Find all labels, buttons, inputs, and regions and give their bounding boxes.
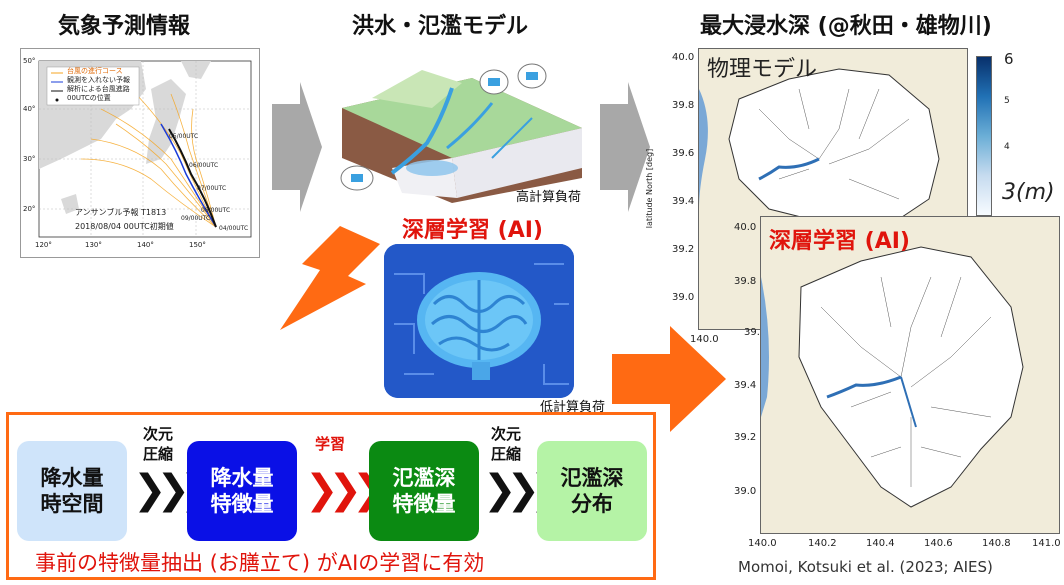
lon-tick-140: 140°: [137, 241, 154, 249]
back-ytick-4: 39.2: [672, 244, 695, 255]
gray-arrow-1: [272, 82, 322, 212]
box-flood-distribution: 氾濫深 分布: [537, 441, 647, 541]
lon-tick-120: 120°: [35, 241, 52, 249]
track-label-05: 05/00UTC: [169, 133, 199, 140]
brain-svg: [384, 244, 574, 398]
legend-entry-no-obs: 観測を入れない予報: [67, 76, 130, 84]
legend-entry-00utc: 00UTCの位置: [67, 94, 111, 102]
track-label-07: 07/00UTC: [197, 185, 227, 192]
physics-model-label: 物理モデル: [707, 57, 818, 82]
citation: Momoi, Kotsuki et al. (2023; AIES): [738, 558, 993, 576]
low-cost-label: 低計算負荷: [540, 400, 606, 415]
chevrons-red: ❯❯❯: [305, 467, 385, 513]
y-axis-label: latitude North [deg]: [645, 148, 655, 229]
map-caption-1: アンサンブル予報 T1813: [75, 208, 167, 217]
colorbar-tick-5: 5: [1004, 96, 1010, 106]
legend-entry-ensemble: 台風の進行コース: [67, 67, 123, 75]
colorbar-tick-4: 4: [1004, 142, 1010, 152]
ai-map-svg: [761, 246, 1024, 508]
forecast-map: 台風の進行コース 観測を入れない予報 解析による台風進路 00UTCの位置 アン…: [20, 48, 260, 258]
pipeline-panel: 降水量 時空間 次元 圧縮 ❯❯❯ 降水量 特徴量 学習 ❯❯❯ 氾濫深 特徴量…: [6, 412, 656, 580]
bottom-note: 事前の特徴量抽出 (お膳立て) がAIの学習に有効: [35, 551, 485, 575]
max-depth-title: 最大浸水深 (@秋田・雄物川): [700, 14, 992, 39]
lat-tick-50: 50°: [23, 57, 36, 65]
forecast-title: 気象予測情報: [58, 14, 191, 39]
lat-tick-40: 40°: [23, 105, 36, 113]
back-xtick-0: 140.0: [690, 334, 719, 345]
colorbar-tick-6: 6: [1004, 50, 1014, 68]
front-ytick-4: 39.2: [734, 432, 757, 443]
legend-entry-analysis: 解析による台風進路: [67, 85, 130, 93]
high-cost-label: 高計算負荷: [516, 190, 582, 205]
front-ytick-0: 40.0: [734, 222, 757, 233]
terrain-svg: [340, 63, 582, 203]
ai-model-map: 深層学習 (AI): [760, 216, 1060, 534]
back-ytick-5: 39.0: [672, 292, 695, 303]
lat-tick-30: 30°: [23, 155, 36, 163]
track-label-06: 06/00UTC: [189, 162, 219, 169]
front-xtick-2: 140.4: [866, 538, 895, 549]
track-label-09: 09/00UTC: [181, 215, 211, 222]
box-precip-spatiotemporal: 降水量 時空間: [17, 441, 127, 541]
lon-tick-130: 130°: [85, 241, 102, 249]
back-ytick-3: 39.4: [672, 196, 695, 207]
back-ytick-1: 39.8: [672, 100, 695, 111]
terrain-model: [332, 48, 592, 208]
front-xtick-0: 140.0: [748, 538, 777, 549]
back-ytick-0: 40.0: [672, 52, 695, 63]
orange-lightning-arrow: [280, 226, 380, 330]
forecast-map-svg: [38, 60, 252, 238]
lon-tick-150: 150°: [189, 241, 206, 249]
big-orange-arrow: [612, 326, 726, 432]
gray-arrow-2: [600, 82, 650, 212]
map-caption-2: 2018/08/04 00UTC初期値: [75, 222, 174, 231]
track-label-04: 04/00UTC: [219, 225, 249, 232]
physics-map-svg: [699, 68, 940, 230]
step-dim-reduction-2: 次元 圧縮: [490, 425, 521, 463]
lat-tick-20: 20°: [23, 205, 36, 213]
box-precip-feature: 降水量 特徴量: [187, 441, 297, 541]
colorbar-unit: 3(m): [1002, 180, 1055, 205]
front-xtick-5: 141.0: [1032, 538, 1061, 549]
front-xtick-4: 140.8: [982, 538, 1011, 549]
track-label-08: 08/00UTC: [201, 207, 231, 214]
box-flood-feature: 氾濫深 特徴量: [369, 441, 479, 541]
front-ytick-1: 39.8: [734, 276, 757, 287]
flood-model-title: 洪水・氾濫モデル: [352, 14, 529, 39]
step-dim-reduction-1: 次元 圧縮: [142, 425, 173, 463]
ai-title: 深層学習 (AI): [402, 218, 543, 243]
back-ytick-2: 39.6: [672, 148, 695, 159]
front-xtick-3: 140.6: [924, 538, 953, 549]
colorbar: [976, 56, 992, 216]
brain-image: [384, 244, 574, 398]
step-learning: 学習: [314, 435, 345, 453]
front-ytick-5: 39.0: [734, 486, 757, 497]
front-ytick-3: 39.4: [734, 380, 757, 391]
ai-map-label: 深層学習 (AI): [769, 229, 910, 254]
back-ytick-extra: 39.6: [744, 327, 767, 338]
front-xtick-1: 140.2: [808, 538, 837, 549]
